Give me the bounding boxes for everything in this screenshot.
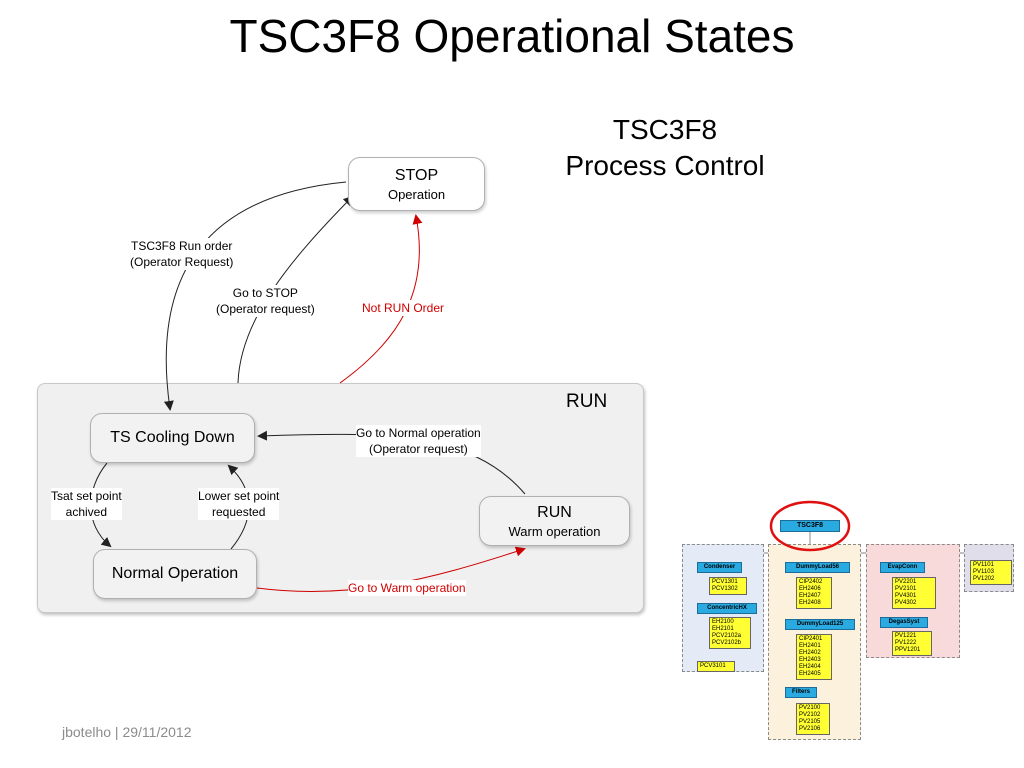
label-run-order: TSC3F8 Run order (Operator Request): [130, 238, 234, 270]
label-go-normal: Go to Normal operation (Operator request…: [356, 425, 481, 457]
label-go-warm-line1: Go to Warm operation: [348, 581, 466, 595]
label-go-normal-line2: (Operator request): [369, 442, 468, 456]
footer-author-date: jbotelho | 29/11/2012: [62, 724, 192, 740]
label-not-run-line1: Not RUN Order: [362, 301, 445, 315]
mini-node-filters: Filters: [785, 687, 817, 698]
mini-list-item: PV1221: [895, 633, 917, 639]
mini-root-node: TSC3F8: [780, 520, 840, 532]
mini-list-item: EH2402: [799, 650, 821, 656]
label-go-stop: Go to STOP (Operator request): [216, 285, 315, 317]
side-title-line2: Process Control: [565, 150, 765, 181]
mini-list-item: EH2407: [799, 593, 821, 599]
mini-list-item: PV4301: [895, 593, 917, 599]
mini-list-item: PV4302: [895, 600, 917, 606]
mini-list-item: PV2106: [799, 726, 821, 732]
state-run-title: RUN: [537, 503, 572, 521]
state-ts-cooling-title: TS Cooling Down: [110, 429, 235, 446]
state-normal-title: Normal Operation: [111, 565, 239, 582]
state-normal-operation: Normal Operation: [93, 549, 257, 599]
mini-node-degassyst: DegasSyst: [880, 617, 928, 628]
label-go-warm: Go to Warm operation: [348, 580, 466, 596]
mini-list-item: EH2404: [799, 664, 821, 670]
label-go-stop-line1: Go to STOP: [232, 286, 298, 300]
mini-list-item: CIP2401: [799, 636, 823, 642]
mini-list-item: EH2403: [799, 657, 821, 663]
mini-node-condenser: Condenser: [697, 562, 742, 573]
state-run-subtitle: Warm operation: [508, 523, 601, 539]
label-lower-sp: Lower set point requested: [198, 488, 280, 520]
mini-list-item: EH2408: [799, 600, 821, 606]
mini-list-item: EH2405: [799, 671, 821, 677]
mini-list-item: PV2100: [799, 705, 821, 711]
state-run: RUN Warm operation: [479, 496, 630, 546]
state-stop-subtitle: Operation: [387, 186, 446, 202]
label-not-run: Not RUN Order: [362, 300, 445, 316]
mini-list-item: PCV2102a: [712, 633, 742, 639]
mini-node-evapconn: EvapConn: [880, 562, 925, 573]
mini-node-concentrichx: ConcentricHX: [697, 603, 757, 614]
mini-node-dummyload56: DummyLoad56: [785, 562, 850, 573]
mini-list-item: PV1103: [973, 569, 994, 575]
label-tsat-line1: Tsat set point: [51, 489, 122, 503]
mini-list-item: PPV1201: [895, 647, 921, 653]
mini-list-item: EH2401: [799, 643, 821, 649]
mini-list-item: PV1202: [973, 576, 995, 582]
mini-list-item: EH2406: [799, 586, 821, 592]
mini-node-pcv3101: PCV3101: [697, 661, 735, 672]
label-tsat: Tsat set point achived: [51, 488, 122, 520]
label-tsat-line2: achived: [65, 505, 108, 519]
run-superstate-label: RUN: [566, 391, 608, 412]
mini-list-item: PCV1301: [712, 579, 738, 585]
state-stop-title: STOP: [394, 166, 439, 184]
mini-list-item: PV2101: [895, 586, 917, 592]
label-run-order-line1: TSC3F8 Run order: [131, 239, 233, 253]
mini-list-item: PCV2102b: [712, 640, 742, 646]
label-go-normal-line1: Go to Normal operation: [356, 426, 481, 440]
state-ts-cooling-down: TS Cooling Down: [90, 413, 255, 463]
slide-title: TSC3F8 Operational States: [229, 10, 795, 62]
label-lower-sp-line1: Lower set point: [198, 489, 280, 503]
mini-list-item: PV2105: [799, 719, 821, 725]
mini-list-item: PCV1302: [712, 586, 738, 592]
label-run-order-line2: (Operator Request): [130, 255, 234, 269]
label-go-stop-line2: (Operator request): [216, 302, 315, 316]
mini-node-dummyload125: DummyLoad125: [785, 619, 855, 630]
state-stop: STOP Operation: [348, 157, 485, 211]
mini-list-item: PV2201: [895, 579, 917, 585]
mini-list-item: EH2100: [712, 619, 734, 625]
mini-list-item: CIP2402: [799, 579, 823, 585]
side-title: TSC3F8 Process Control: [540, 112, 790, 184]
side-title-line1: TSC3F8: [612, 114, 718, 145]
mini-list-item: PV1101: [973, 562, 994, 568]
mini-list-item: PV1222: [895, 640, 917, 646]
mini-list-item: EH2101: [712, 626, 734, 632]
label-lower-sp-line2: requested: [212, 505, 266, 519]
mini-list-item: PV2102: [799, 712, 821, 718]
